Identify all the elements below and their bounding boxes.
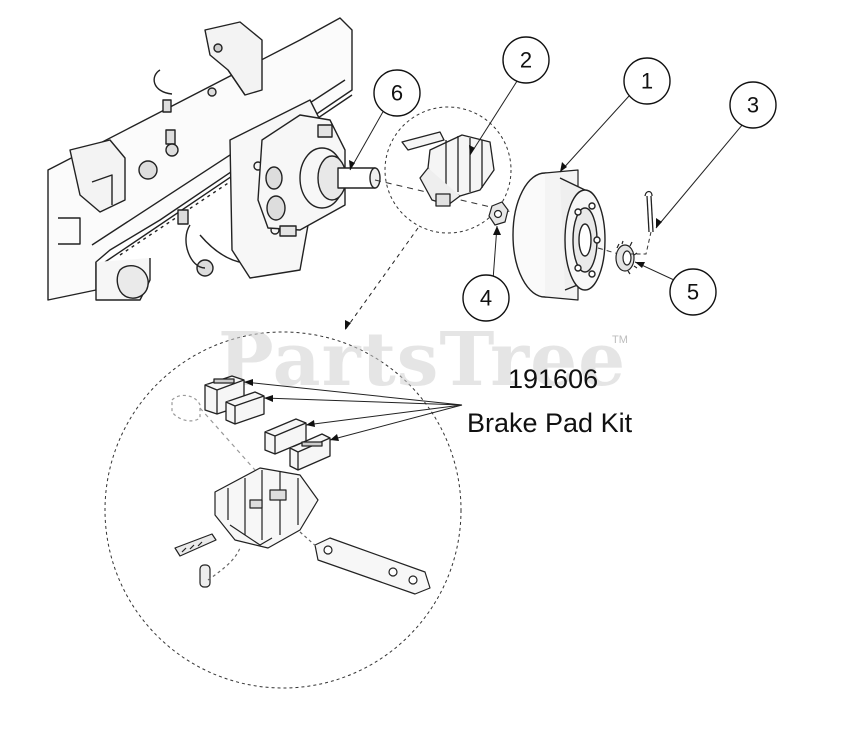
callout-circle xyxy=(462,274,510,322)
callout-6: 6 xyxy=(373,69,421,117)
callout-number: 5 xyxy=(687,280,699,305)
cotter-pin xyxy=(644,190,654,233)
axle-housing xyxy=(257,114,381,237)
callout-number: 2 xyxy=(520,48,532,73)
callout-circle xyxy=(729,81,777,129)
kit-name: Brake Pad Kit xyxy=(467,408,633,438)
brake-pad-kit-label: 191606 Brake Pad Kit xyxy=(467,364,633,438)
brake-pad-2 xyxy=(225,391,265,425)
kit-part-number: 191606 xyxy=(508,364,598,394)
partstree-watermark: PartsTree TM xyxy=(218,317,628,403)
watermark-text: PartsTree xyxy=(218,317,626,403)
caliper-detail xyxy=(171,394,431,595)
leader-arrowheads xyxy=(345,145,662,330)
kit-leader-arrowheads xyxy=(244,379,339,441)
callout-5: 5 xyxy=(669,268,717,316)
callout-circle xyxy=(502,36,550,84)
pin-centerline xyxy=(630,231,652,255)
callout-number: 1 xyxy=(641,69,653,94)
callout-4: 4 xyxy=(462,274,510,322)
callout-1: 1 xyxy=(623,57,671,105)
brake-pads xyxy=(204,375,331,471)
brake-disc-hub xyxy=(512,169,606,301)
callout-circle xyxy=(669,268,717,316)
callout-circle xyxy=(373,69,421,117)
callout-number: 6 xyxy=(391,81,403,106)
kit-detail-circle xyxy=(104,331,462,689)
callout-3: 3 xyxy=(729,81,777,129)
callout-circle xyxy=(623,57,671,105)
watermark-trademark: TM xyxy=(612,334,628,346)
callout-2: 2 xyxy=(502,36,550,84)
brake-caliper xyxy=(401,131,495,207)
caliper-detail-circle xyxy=(384,106,512,234)
brake-pad-4 xyxy=(289,433,331,471)
castle-nut xyxy=(615,240,638,275)
callout-number: 3 xyxy=(747,93,759,118)
nut xyxy=(488,201,509,226)
kit-leader-lines xyxy=(243,381,463,441)
callout-number: 4 xyxy=(480,286,492,311)
